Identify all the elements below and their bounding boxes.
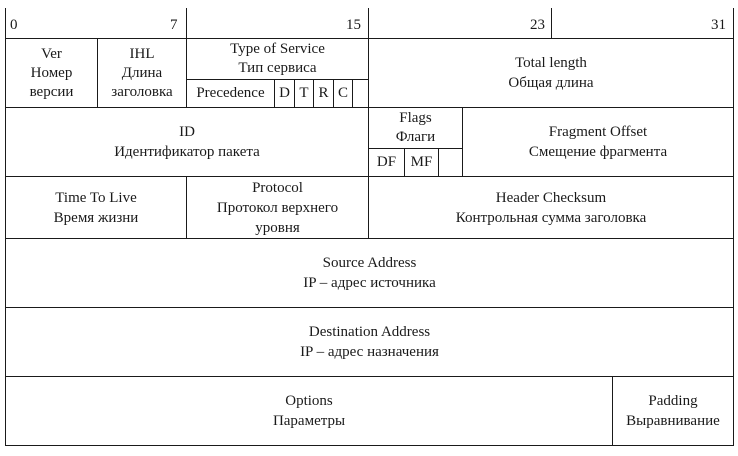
field-header-checksum: Header Checksum Контрольная сумма заголо… [369,177,733,238]
tos-bit-c-label: C [337,85,348,101]
field-ttl-ru: Время жизни [53,209,139,226]
field-fragment-offset-ru: Смещение фрагмента [528,144,668,160]
tos-bit-r: R [314,80,333,107]
divider [97,38,98,108]
field-time-to-live: Time To Live Время жизни [6,177,186,238]
field-tos-en: Type of Service [230,41,325,57]
bit-label-0: 0 [10,17,18,33]
divider [368,148,463,149]
field-source-en: Source Address [322,255,417,271]
field-ihl-ru-2: заголовка [111,83,173,100]
field-flags-en: Flags [399,110,432,126]
field-total-length-ru: Общая длина [508,75,594,91]
field-destination-ru: IP – адрес назначения [300,344,439,360]
field-ihl: IHL Длина заголовка [98,39,186,107]
field-ttl-en: Time To Live [55,189,137,206]
tos-precedence-label: Precedence [196,85,265,101]
field-flags-ru: Флаги [395,129,436,145]
divider [186,79,369,80]
field-version-en: Ver [41,45,62,62]
field-version: Ver Номер версии [6,39,97,107]
field-tos-ru: Тип сервиса [238,60,317,76]
field-id-en: ID [179,124,195,140]
row-line-1 [5,38,734,39]
field-total-length: Total length Общая длина [369,39,733,107]
divider [368,107,369,177]
bit-label-23: 23 [530,17,545,33]
bit-label-7: 7 [170,17,178,33]
field-destination-address: Destination Address IP – адрес назначени… [6,308,733,376]
outer-bottom-border [5,445,734,446]
field-protocol: Protocol Протокол верхнего уровня [187,177,368,238]
divider [368,176,369,239]
divider [352,79,353,108]
divider [274,79,275,108]
row-line-4 [5,238,734,239]
divider [612,376,613,446]
field-protocol-en: Protocol [252,179,303,196]
divider [294,79,295,108]
bit-label-31: 31 [711,17,726,33]
field-fragment-offset-en: Fragment Offset [548,124,648,140]
field-version-ru-2: версии [29,83,74,100]
divider [462,107,463,177]
tick-line-23 [551,8,552,38]
flag-mf: MF [405,149,438,176]
field-options: Options Параметры [6,377,612,445]
row-line-3 [5,176,734,177]
tos-bit-t-label: T [299,85,309,101]
tos-bit-r-label: R [318,85,329,101]
field-id-ru: Идентификатор пакета [114,144,260,160]
field-ihl-ru-1: Длина [121,64,163,81]
row-line-6 [5,376,734,377]
field-source-address: Source Address IP – адрес источника [6,239,733,307]
field-ihl-en: IHL [129,45,155,62]
outer-right-border [733,8,734,446]
field-options-ru: Параметры [272,413,346,429]
row-line-2 [5,107,734,108]
field-padding: Padding Выравнивание [613,377,733,445]
field-version-ru-1: Номер [30,64,73,81]
field-checksum-en: Header Checksum [495,189,607,206]
field-checksum-ru: Контрольная сумма заголовка [455,209,647,226]
divider [438,148,439,177]
field-source-ru: IP – адрес источника [303,275,436,291]
row-line-5 [5,307,734,308]
field-flags: Flags Флаги [369,108,462,148]
field-protocol-ru-2: уровня [255,219,300,236]
tos-bit-c: C [334,80,352,107]
field-fragment-offset: Fragment Offset Смещение фрагмента [463,108,733,176]
divider [186,38,187,108]
flag-df: DF [369,149,404,176]
field-padding-ru: Выравнивание [626,413,720,429]
field-id: ID Идентификатор пакета [6,108,368,176]
bit-label-15: 15 [346,17,361,33]
field-protocol-ru-1: Протокол верхнего [216,199,339,216]
tos-precedence: Precedence [187,80,274,107]
field-total-length-en: Total length [515,55,587,71]
tos-bit-t: T [295,80,313,107]
flag-mf-label: MF [410,154,433,170]
tick-line-7 [186,8,187,38]
divider [186,176,187,239]
field-destination-en: Destination Address [308,324,431,340]
flag-df-label: DF [376,154,397,170]
field-padding-en: Padding [648,393,698,409]
tos-bit-d: D [275,80,294,107]
outer-left-border [5,8,6,446]
divider [404,148,405,177]
divider [368,8,369,108]
field-type-of-service: Type of Service Тип сервиса [187,39,368,79]
divider [313,79,314,108]
tos-bit-d-label: D [279,85,290,101]
field-options-en: Options [285,393,333,409]
divider [333,79,334,108]
